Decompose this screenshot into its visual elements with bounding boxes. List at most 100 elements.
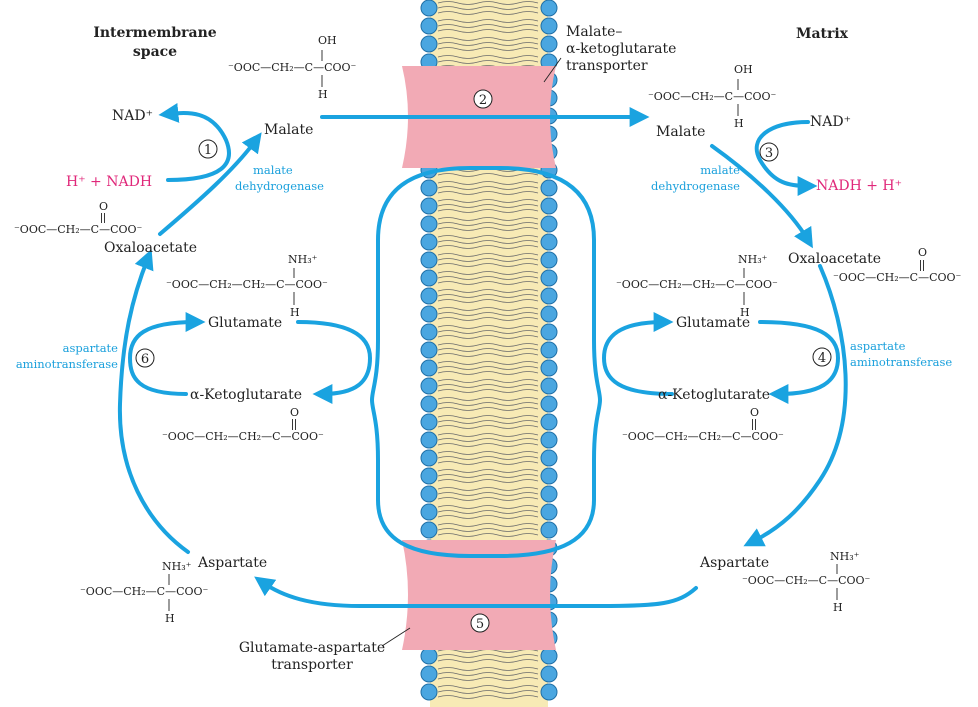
lipid-tail: [437, 690, 539, 694]
lipid-tail: [437, 173, 539, 177]
svg-text:⁻OOC—CH₂—C—COO⁻: ⁻OOC—CH₂—C—COO⁻: [648, 90, 777, 103]
top-transporter-label-line1: Malate–: [566, 24, 622, 40]
lipid-head: [420, 665, 438, 683]
lipid-head: [420, 17, 438, 35]
arrow-right-malate-to-oxaloacetate: [710, 144, 813, 249]
lipid-tail: [437, 379, 539, 383]
formula-aspartate-left: ⁻OOC—CH₂—C—COO⁻ NH₃⁺ H: [80, 560, 209, 625]
svg-text:⁻OOC—CH₂—C—COO⁻: ⁻OOC—CH₂—C—COO⁻: [833, 271, 962, 284]
arrow-right-nad-to-nadh: [754, 120, 818, 196]
lipid-tail: [437, 312, 539, 316]
lipid-tail: [437, 24, 539, 28]
lipid-head: [420, 485, 438, 503]
lipid-tail: [437, 37, 539, 41]
lipid-head: [540, 683, 558, 701]
lipid-head: [420, 35, 438, 53]
left-glutamate-label: Glutamate: [208, 315, 282, 331]
lipid-tail: [437, 667, 539, 671]
lipid-tail: [437, 384, 539, 388]
lipid-head: [420, 521, 438, 539]
lipid-head: [540, 323, 558, 341]
left-aspartate-label: Aspartate: [197, 555, 267, 571]
lipid-tail: [437, 330, 539, 334]
right-glutamate-label: Glutamate: [676, 315, 750, 331]
lipid-tail: [437, 222, 539, 226]
lipid-tail: [437, 263, 539, 267]
svg-text:3: 3: [765, 146, 773, 161]
lipid-head: [420, 233, 438, 251]
svg-text:OH: OH: [734, 63, 753, 76]
bottom-transporter-label-line2: transporter: [271, 657, 353, 673]
svg-text:H: H: [165, 612, 175, 625]
lipid-tail: [437, 528, 539, 532]
lipid-tail: [437, 29, 539, 33]
lipid-tail: [437, 659, 539, 663]
lipid-head: [420, 305, 438, 323]
arrow-aspartate-export: [254, 576, 698, 608]
lipid-tail: [437, 515, 539, 519]
left-mdh-line2: dehydrogenase: [235, 179, 324, 193]
lipid-tail: [437, 420, 539, 424]
left-ketoglutarate-label: α-Ketoglutarate: [190, 387, 302, 403]
lipid-tail: [437, 181, 539, 185]
svg-text:O: O: [918, 246, 927, 259]
lipid-head: [420, 341, 438, 359]
right-ketoglutarate-label: α-Ketoglutarate: [658, 387, 770, 403]
lipid-head: [420, 395, 438, 413]
lipid-tail: [437, 307, 539, 311]
lipid-tail: [437, 425, 539, 429]
lipid-head: [420, 647, 438, 665]
left-ast-line2: aminotransferase: [16, 357, 118, 371]
lipid-tail: [437, 186, 539, 190]
lipid-head: [540, 233, 558, 251]
svg-text:NH₃⁺: NH₃⁺: [162, 560, 192, 573]
left-nadh-label: H⁺ + NADH: [66, 174, 152, 190]
lipid-tail: [437, 6, 539, 10]
right-aspartate-label: Aspartate: [699, 555, 769, 571]
arrow-left-aminotransferase: [127, 312, 206, 396]
step-5-marker: 5: [470, 613, 490, 633]
lipid-tail: [437, 276, 539, 280]
lipid-tail: [437, 402, 539, 406]
formula-ketoglutarate-right: ⁻OOC—CH₂—CH₂—C—COO⁻ O: [622, 406, 784, 443]
lipid-head: [420, 269, 438, 287]
lipid-tail: [437, 191, 539, 195]
lipid-head: [420, 179, 438, 197]
svg-text:NH₃⁺: NH₃⁺: [288, 253, 318, 266]
lipid-tail: [437, 348, 539, 352]
lipid-head: [540, 179, 558, 197]
svg-text:NH₃⁺: NH₃⁺: [738, 253, 768, 266]
lipid-tail: [437, 461, 539, 465]
top-transporter-label-line3: transporter: [566, 58, 648, 74]
left-nad-label: NAD⁺: [112, 108, 153, 124]
lipid-head: [420, 503, 438, 521]
lipid-tail: [437, 199, 539, 203]
intermembrane-header-line1: Intermembrane: [93, 25, 216, 41]
matrix-header: Matrix: [796, 26, 849, 42]
arrow-right-glutamate-loop: [601, 312, 674, 396]
formula-oxaloacetate-right: ⁻OOC—CH₂—C—COO⁻ O: [833, 246, 962, 284]
lipid-head: [540, 431, 558, 449]
formula-ketoglutarate-left: ⁻OOC—CH₂—CH₂—C—COO⁻ O: [162, 406, 324, 443]
lipid-tail: [437, 353, 539, 357]
lipid-tail: [437, 672, 539, 676]
lipid-tail: [437, 258, 539, 262]
svg-text:H: H: [734, 117, 744, 130]
svg-text:1: 1: [204, 143, 212, 158]
step-2-marker: 2: [473, 89, 493, 109]
right-malate-label: Malate: [656, 124, 705, 140]
lipid-tail: [437, 240, 539, 244]
svg-text:⁻OOC—CH₂—C—COO⁻: ⁻OOC—CH₂—C—COO⁻: [14, 223, 143, 236]
lipid-head: [540, 17, 558, 35]
lipid-head: [420, 467, 438, 485]
lipid-tail: [437, 235, 539, 239]
right-mdh-line2: dehydrogenase: [651, 179, 740, 193]
lipid-tail: [437, 42, 539, 46]
formula-malate-left: ⁻OOC—CH₂—C—COO⁻ OH H: [228, 34, 357, 101]
step-1-marker: 1: [198, 139, 218, 159]
lipid-head: [540, 377, 558, 395]
lipid-tail: [437, 204, 539, 208]
lipid-tail: [437, 60, 539, 64]
lipid-tail: [437, 294, 539, 298]
